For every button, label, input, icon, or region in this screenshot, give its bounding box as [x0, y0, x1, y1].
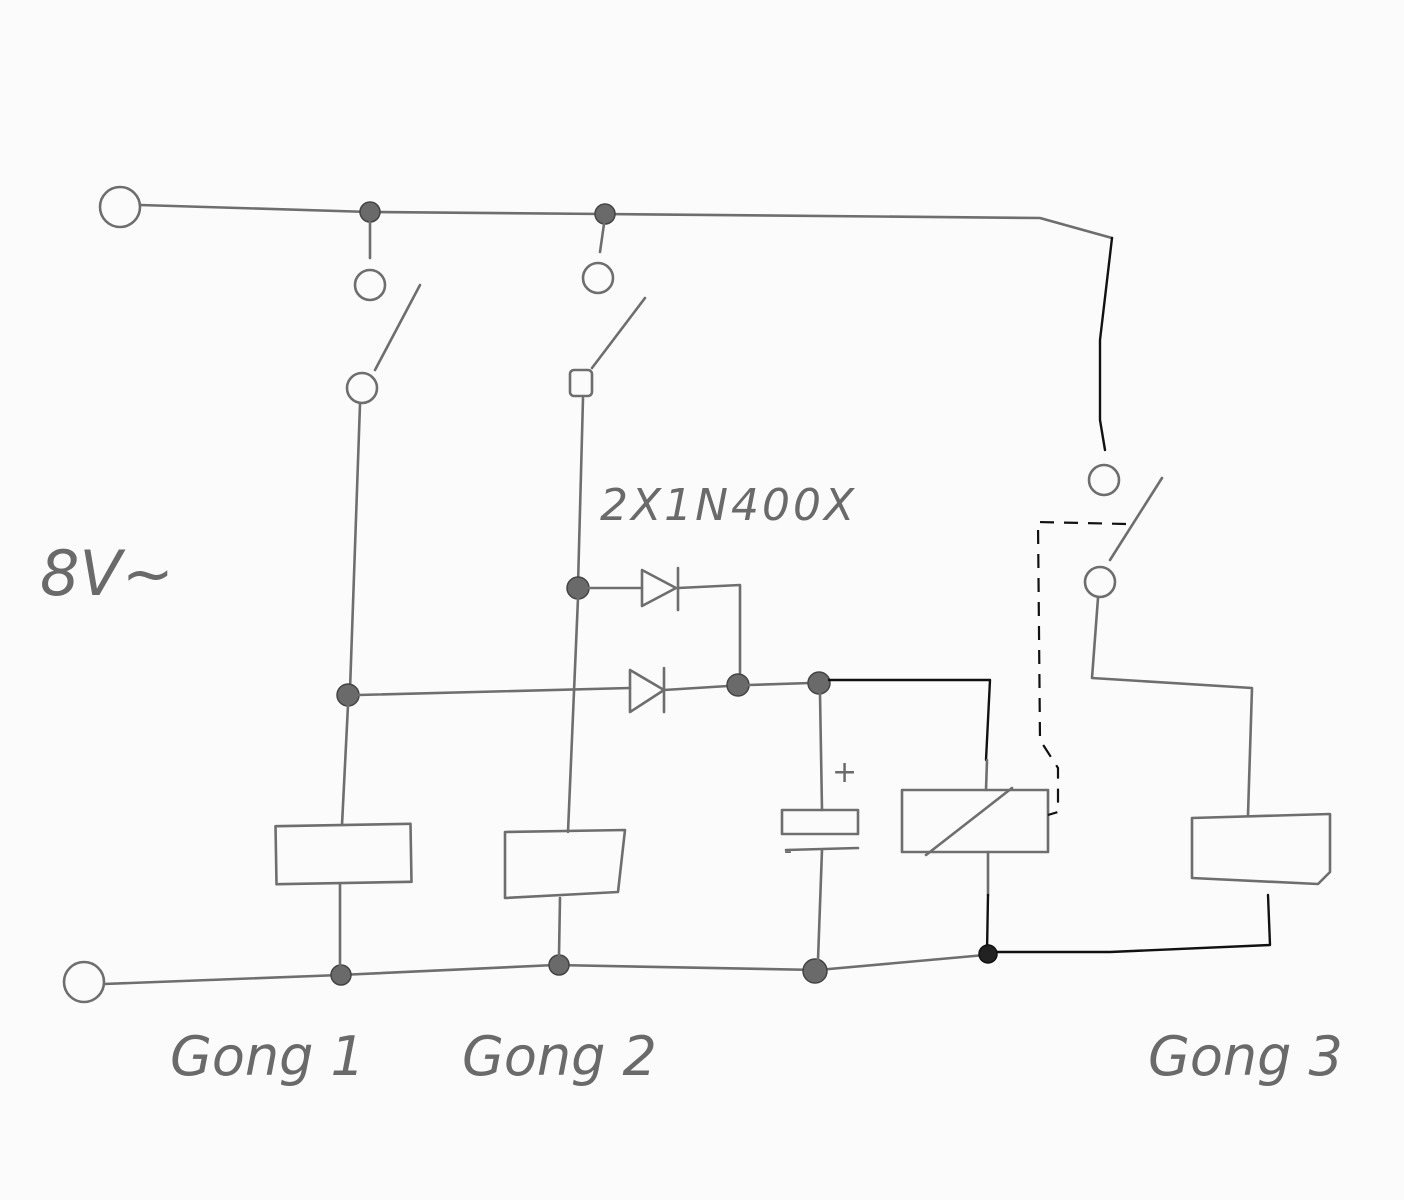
wire-gong2-bottom — [557, 896, 562, 957]
diode-upper — [586, 566, 742, 678]
diode-lower — [628, 666, 730, 714]
relay-contact — [1083, 463, 1254, 817]
junction-diode-out — [726, 673, 750, 697]
supply-terminal-top — [98, 185, 142, 229]
diode-part-label: 2X1N400X — [600, 480, 857, 531]
junction-relay-bottom — [978, 944, 998, 964]
wire-right-riser — [1098, 236, 1114, 452]
relay-coil — [900, 758, 1050, 897]
gong-1-label: Gong 1 — [170, 1025, 365, 1088]
wire-gong1-top — [340, 703, 350, 827]
switch-2 — [568, 222, 647, 587]
wire-gong2-top — [566, 596, 580, 834]
gong-3-label: Gong 3 — [1148, 1025, 1343, 1088]
gong-2-label: Gong 2 — [462, 1025, 657, 1088]
cap-minus-label: - — [784, 839, 792, 864]
junction-mid-1 — [336, 683, 360, 707]
capacitor — [780, 692, 860, 962]
junction-cap-top — [807, 671, 831, 695]
wire-mid — [356, 686, 632, 697]
switch-1 — [345, 220, 422, 692]
supply-terminal-bottom — [62, 960, 106, 1004]
junction-bottom-2 — [548, 954, 570, 976]
junction-bottom-3 — [802, 958, 828, 984]
gong-3-coil — [1190, 812, 1332, 886]
wire-relay-top — [827, 678, 992, 762]
junction-top-1 — [359, 201, 381, 223]
supply-voltage-label: 8V~ — [40, 537, 174, 610]
wire-diode-cap — [746, 681, 812, 687]
junction-top-2 — [594, 203, 616, 225]
gong-2-coil — [503, 828, 627, 900]
junction-bottom-1 — [330, 964, 352, 986]
bottom-rail — [102, 953, 987, 986]
junction-diode-upper — [566, 576, 590, 600]
mechanical-link — [1036, 520, 1127, 817]
wire-relay-bottom — [985, 893, 1272, 954]
gong-1-coil — [274, 822, 413, 886]
cap-plus-label: + — [832, 755, 857, 790]
top-rail — [138, 203, 1114, 240]
